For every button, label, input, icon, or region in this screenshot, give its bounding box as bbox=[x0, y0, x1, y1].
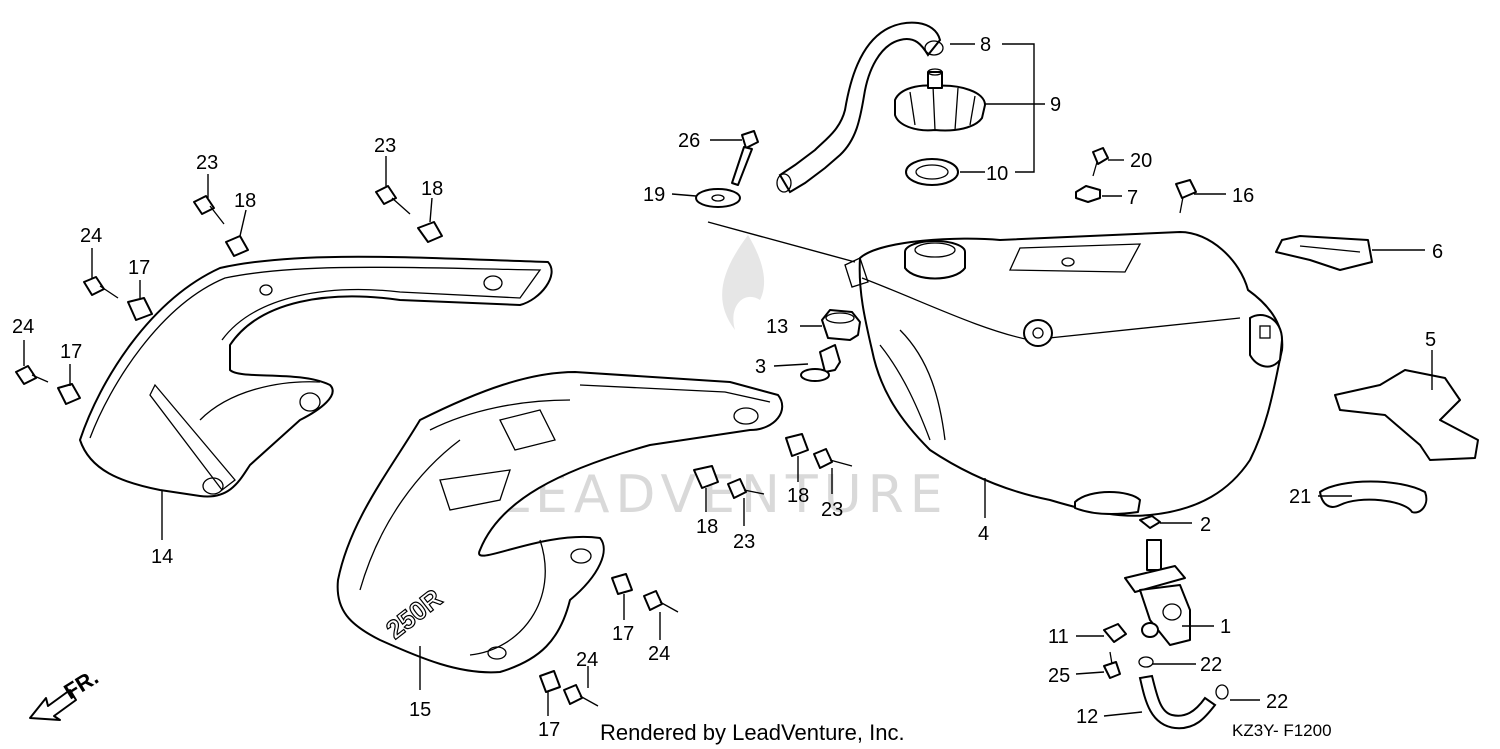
part-label-3: 3 bbox=[755, 356, 766, 378]
left-shroud-part-14 bbox=[79, 255, 553, 498]
front-direction-marker: FR. bbox=[29, 664, 103, 721]
grommet-part-13 bbox=[821, 309, 861, 341]
part-label-17b: 17 bbox=[128, 257, 150, 279]
fuel-tank-part-4 bbox=[844, 231, 1284, 517]
bolt-part-23a bbox=[193, 195, 225, 225]
clip-part-22a bbox=[1138, 656, 1154, 668]
part-label-23d: 23 bbox=[821, 499, 843, 521]
collar-part-3 bbox=[800, 344, 841, 382]
part-label-23c: 23 bbox=[733, 531, 755, 553]
collar-part-18c bbox=[693, 465, 719, 489]
part-label-2: 2 bbox=[1200, 514, 1211, 536]
fuel-tube-part-12 bbox=[1138, 674, 1217, 730]
part-label-7: 7 bbox=[1127, 187, 1138, 209]
fuel-cap-part-9 bbox=[894, 68, 986, 132]
part-label-8: 8 bbox=[980, 34, 991, 56]
part-label-24a: 24 bbox=[12, 316, 34, 338]
part-label-14: 14 bbox=[151, 546, 173, 568]
bolt-part-26 bbox=[731, 130, 759, 186]
rubber-pad-part-5 bbox=[1334, 369, 1479, 461]
seal-ring-part-10 bbox=[905, 158, 959, 186]
nut-part-7 bbox=[1075, 185, 1101, 203]
part-label-15: 15 bbox=[409, 699, 431, 721]
bolt-part-24c bbox=[643, 590, 679, 613]
part-label-18d: 18 bbox=[787, 485, 809, 507]
bolt-part-16 bbox=[1175, 179, 1197, 214]
bolt-part-24d bbox=[563, 684, 599, 707]
part-label-17c: 17 bbox=[612, 623, 634, 645]
watermark-text: LEADVENTURE bbox=[500, 465, 949, 525]
collar-part-17d bbox=[539, 670, 561, 693]
part-label-24c: 24 bbox=[648, 643, 670, 665]
part-label-22b: 22 bbox=[1266, 691, 1288, 713]
part-label-20: 20 bbox=[1130, 150, 1152, 172]
fuel-valve-part-1 bbox=[1124, 539, 1191, 646]
part-label-26: 26 bbox=[678, 130, 700, 152]
right-shroud-part-15: 250R bbox=[336, 371, 784, 674]
part-label-18b: 18 bbox=[421, 178, 443, 200]
part-label-12: 12 bbox=[1076, 706, 1098, 728]
part-label-17a: 17 bbox=[60, 341, 82, 363]
part-label-24b: 24 bbox=[80, 225, 102, 247]
bolt-part-23c bbox=[727, 478, 765, 499]
collar-part-18a bbox=[225, 235, 249, 257]
part-label-10: 10 bbox=[986, 163, 1008, 185]
collar-part-17b bbox=[127, 297, 153, 321]
screw-part-25 bbox=[1103, 651, 1121, 679]
part-label-18c: 18 bbox=[696, 516, 718, 538]
leader-lines bbox=[23, 43, 1433, 717]
screw-part-11 bbox=[1103, 623, 1127, 643]
part-label-22a: 22 bbox=[1200, 654, 1222, 676]
bolt-part-20 bbox=[1092, 147, 1109, 177]
part-labels: 8 9 10 26 19 13 3 20 7 16 6 5 21 4 2 1 1… bbox=[12, 34, 1443, 741]
part-label-23b: 23 bbox=[374, 135, 396, 157]
bracket-part-6 bbox=[1275, 235, 1373, 271]
bolt-part-24b bbox=[83, 276, 119, 299]
part-label-21: 21 bbox=[1289, 486, 1311, 508]
collar-part-17a bbox=[57, 383, 81, 405]
collar-part-17c bbox=[611, 573, 633, 595]
bolt-part-24a bbox=[15, 365, 49, 385]
part-label-9: 9 bbox=[1050, 94, 1061, 116]
part-label-1: 1 bbox=[1220, 616, 1231, 638]
part-label-4: 4 bbox=[978, 523, 989, 545]
bolt-part-23d bbox=[813, 448, 853, 469]
part-label-23a: 23 bbox=[196, 152, 218, 174]
diagram-code: KZ3Y- F1200 bbox=[1232, 721, 1332, 740]
part-label-18a: 18 bbox=[234, 190, 256, 212]
part-label-19: 19 bbox=[643, 184, 665, 206]
part-label-5: 5 bbox=[1425, 329, 1436, 351]
part-label-13: 13 bbox=[766, 316, 788, 338]
part-label-11: 11 bbox=[1048, 626, 1069, 648]
part-label-24d: 24 bbox=[576, 649, 598, 671]
collar-part-18b bbox=[417, 221, 443, 243]
breather-hose-part-8 bbox=[776, 21, 944, 194]
part-label-17d: 17 bbox=[538, 719, 560, 741]
part-label-16: 16 bbox=[1232, 185, 1254, 207]
part-label-6: 6 bbox=[1432, 241, 1443, 263]
part-label-25: 25 bbox=[1048, 665, 1070, 687]
collar-part-18d bbox=[785, 433, 809, 457]
watermark: LEADVENTURE bbox=[500, 235, 949, 525]
clip-part-22b bbox=[1215, 684, 1229, 700]
rendered-by-credit: Rendered by LeadVenture, Inc. bbox=[600, 720, 905, 745]
band-part-21 bbox=[1319, 480, 1428, 514]
washer-part-2 bbox=[1139, 515, 1161, 529]
washer-part-19 bbox=[695, 188, 741, 208]
bolt-part-23b bbox=[375, 185, 411, 215]
